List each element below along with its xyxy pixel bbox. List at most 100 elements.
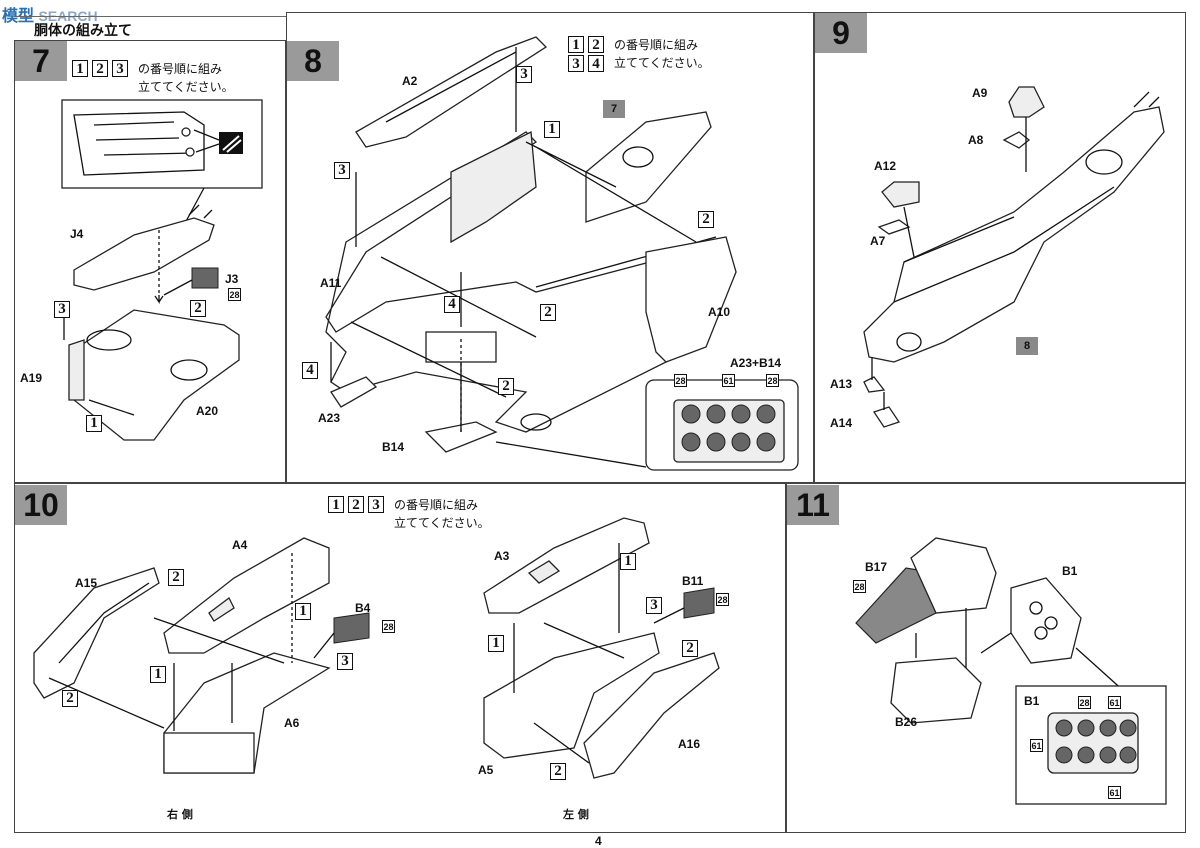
paint-code: 28 (766, 374, 779, 387)
part-a15 (33, 567, 160, 699)
callout: 2 (498, 378, 514, 395)
inset-wheels (681, 404, 776, 452)
label-a13: A13 (830, 377, 853, 391)
step-8-instruction: 1 2 3 4 の番号順に組み 立ててください。 (568, 36, 710, 72)
instr-num: 1 (568, 36, 584, 53)
instr-text-1: の番号順に組み (394, 498, 479, 512)
label-a16: A16 (678, 737, 701, 751)
part-a12 (881, 181, 920, 208)
label-inset-b1: B1 (1024, 694, 1040, 708)
label-a5: A5 (478, 763, 494, 777)
step-7-instruction: 1 2 3 の番号順に組み 立ててください。 (72, 60, 234, 96)
label-a10: A10 (708, 305, 731, 319)
step-11-number: 11 (787, 485, 839, 525)
label-a15: A15 (75, 576, 98, 590)
callout: 2 (168, 569, 184, 586)
part-a4 (163, 537, 330, 654)
callout: 1 (150, 666, 166, 683)
part-a3 (483, 517, 650, 614)
instr-num: 3 (112, 60, 128, 77)
part-a13 (863, 376, 886, 393)
callout: 3 (646, 597, 662, 614)
callout: 1 (86, 415, 102, 432)
callout: 2 (540, 304, 556, 321)
step-10-number: 10 (15, 485, 67, 525)
instr-text-1: の番号順に組み (614, 38, 699, 52)
instr-num: 4 (588, 55, 604, 72)
label-j4: J4 (70, 227, 84, 241)
label-a14: A14 (830, 416, 853, 430)
instr-num: 1 (328, 496, 344, 513)
callout: 2 (682, 640, 698, 657)
part-a10 (645, 236, 737, 363)
callout: 2 (550, 763, 566, 780)
label-a4: A4 (232, 538, 248, 552)
label-a7: A7 (870, 234, 886, 248)
label-a6: A6 (284, 716, 300, 730)
part-b26 (890, 657, 982, 724)
part-b11 (683, 587, 715, 619)
callout: 3 (516, 66, 532, 83)
callout: 2 (698, 211, 714, 228)
label-j3: J3 (225, 272, 239, 286)
instr-num: 2 (92, 60, 108, 77)
label-a11: A11 (320, 276, 342, 290)
label-a8: A8 (968, 133, 984, 147)
callout: 4 (444, 296, 460, 313)
step-8-diagram (325, 36, 799, 471)
part-a2 (355, 36, 548, 148)
callout: 1 (620, 553, 636, 570)
part-a23 (330, 376, 378, 408)
part-j4 (73, 217, 215, 291)
label-a12: A12 (874, 159, 897, 173)
step-10-diagram (33, 517, 720, 779)
callout: 1 (488, 635, 504, 652)
step-10-panel (14, 483, 786, 833)
instr-num: 2 (588, 36, 604, 53)
label-b11: B11 (682, 574, 704, 588)
instr-text-2: 立ててください。 (614, 56, 710, 70)
step-9-number: 9 (815, 13, 867, 53)
section-title: 胴体の組み立て (34, 23, 132, 39)
label-a19: A19 (20, 371, 43, 385)
part-j3 (191, 267, 219, 289)
paint-code: 61 (1108, 786, 1121, 799)
instr-num: 2 (348, 496, 364, 513)
part-a5 (483, 632, 660, 759)
instr-num: 3 (368, 496, 384, 513)
part-a7 (877, 219, 911, 235)
callout: 3 (337, 653, 353, 670)
callout: 2 (190, 300, 206, 317)
inset-b1-wheels (1055, 719, 1137, 764)
part-b17 (910, 537, 997, 614)
instr-text-2: 立ててください。 (394, 516, 490, 530)
paint-code: 28 (228, 288, 241, 301)
label-b17: B17 (865, 560, 888, 574)
step-7-number: 7 (15, 41, 67, 81)
instr-num: 1 (72, 60, 88, 77)
paint-code: 28 (853, 580, 866, 593)
label-inset-a23-b14: A23+B14 (730, 356, 782, 370)
step-11-diagram (855, 537, 1167, 805)
callout: 1 (544, 121, 560, 138)
instr-text-1: の番号順に組み (138, 62, 223, 76)
paint-code: 28 (716, 593, 729, 606)
callout: 3 (54, 301, 70, 318)
caption-left-side: 左 側 (563, 808, 589, 821)
label-a20: A20 (196, 404, 219, 418)
step-7-diagram (61, 99, 263, 441)
callout: 2 (62, 690, 78, 707)
caption-right-side: 右 側 (167, 808, 193, 821)
part-b4 (333, 612, 370, 644)
paint-code: 28 (1078, 696, 1091, 709)
part-a16 (583, 652, 720, 779)
label-a9: A9 (972, 86, 988, 100)
paint-code: 28 (382, 620, 395, 633)
instr-num: 3 (568, 55, 584, 72)
part-fuselage (863, 106, 1165, 363)
label-b26: B26 (895, 715, 918, 729)
paint-code: 61 (722, 374, 735, 387)
callout: 1 (295, 603, 311, 620)
ref-tag-8: 8 (1016, 337, 1038, 355)
paint-code: 28 (674, 374, 687, 387)
